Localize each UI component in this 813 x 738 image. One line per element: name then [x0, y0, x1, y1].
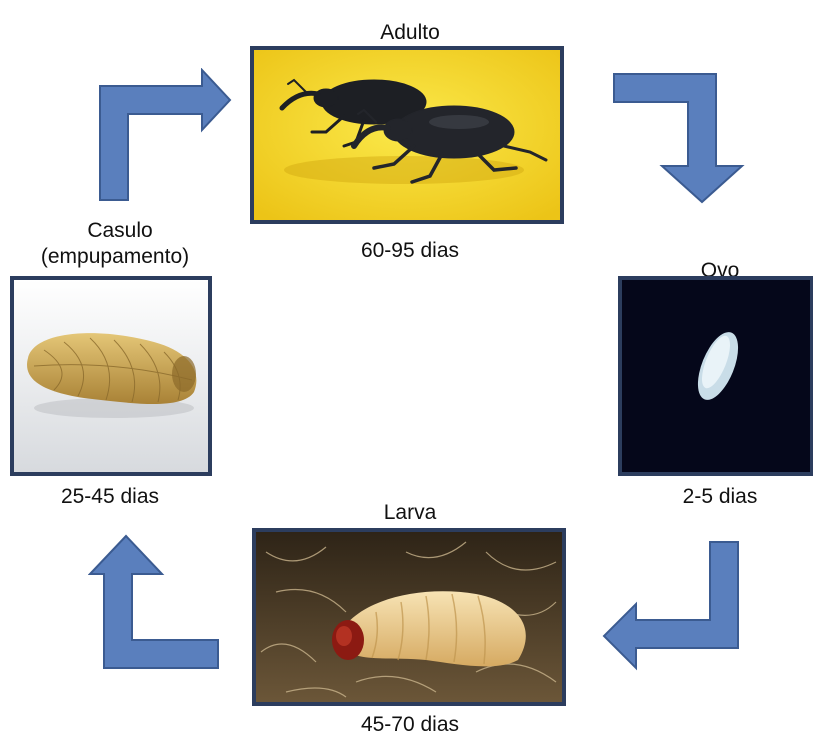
larva-title: Larva — [360, 500, 460, 526]
cycle-arrow-top-left — [96, 68, 236, 204]
cocoon-image — [14, 280, 208, 472]
adult-photo-frame — [250, 46, 564, 224]
adult-title: Adulto — [360, 20, 460, 46]
egg-photo-frame — [618, 276, 813, 476]
larva-photo-frame — [252, 528, 566, 706]
pupa-title-line1: Casulo — [50, 218, 190, 244]
pupa-duration: 25-45 dias — [30, 484, 190, 510]
pupa-title-line2: (empupamento) — [10, 244, 220, 270]
adult-duration: 60-95 dias — [330, 238, 490, 264]
cycle-arrow-bottom-left — [88, 534, 222, 672]
cycle-arrow-top-right — [612, 70, 748, 206]
egg-duration: 2-5 dias — [650, 484, 790, 510]
pupa-photo-frame — [10, 276, 212, 476]
cycle-arrow-bottom-right — [602, 540, 742, 674]
weevil-image — [254, 50, 560, 220]
larva-image — [256, 532, 562, 702]
larva-duration: 45-70 dias — [330, 712, 490, 738]
egg-image — [622, 280, 810, 472]
